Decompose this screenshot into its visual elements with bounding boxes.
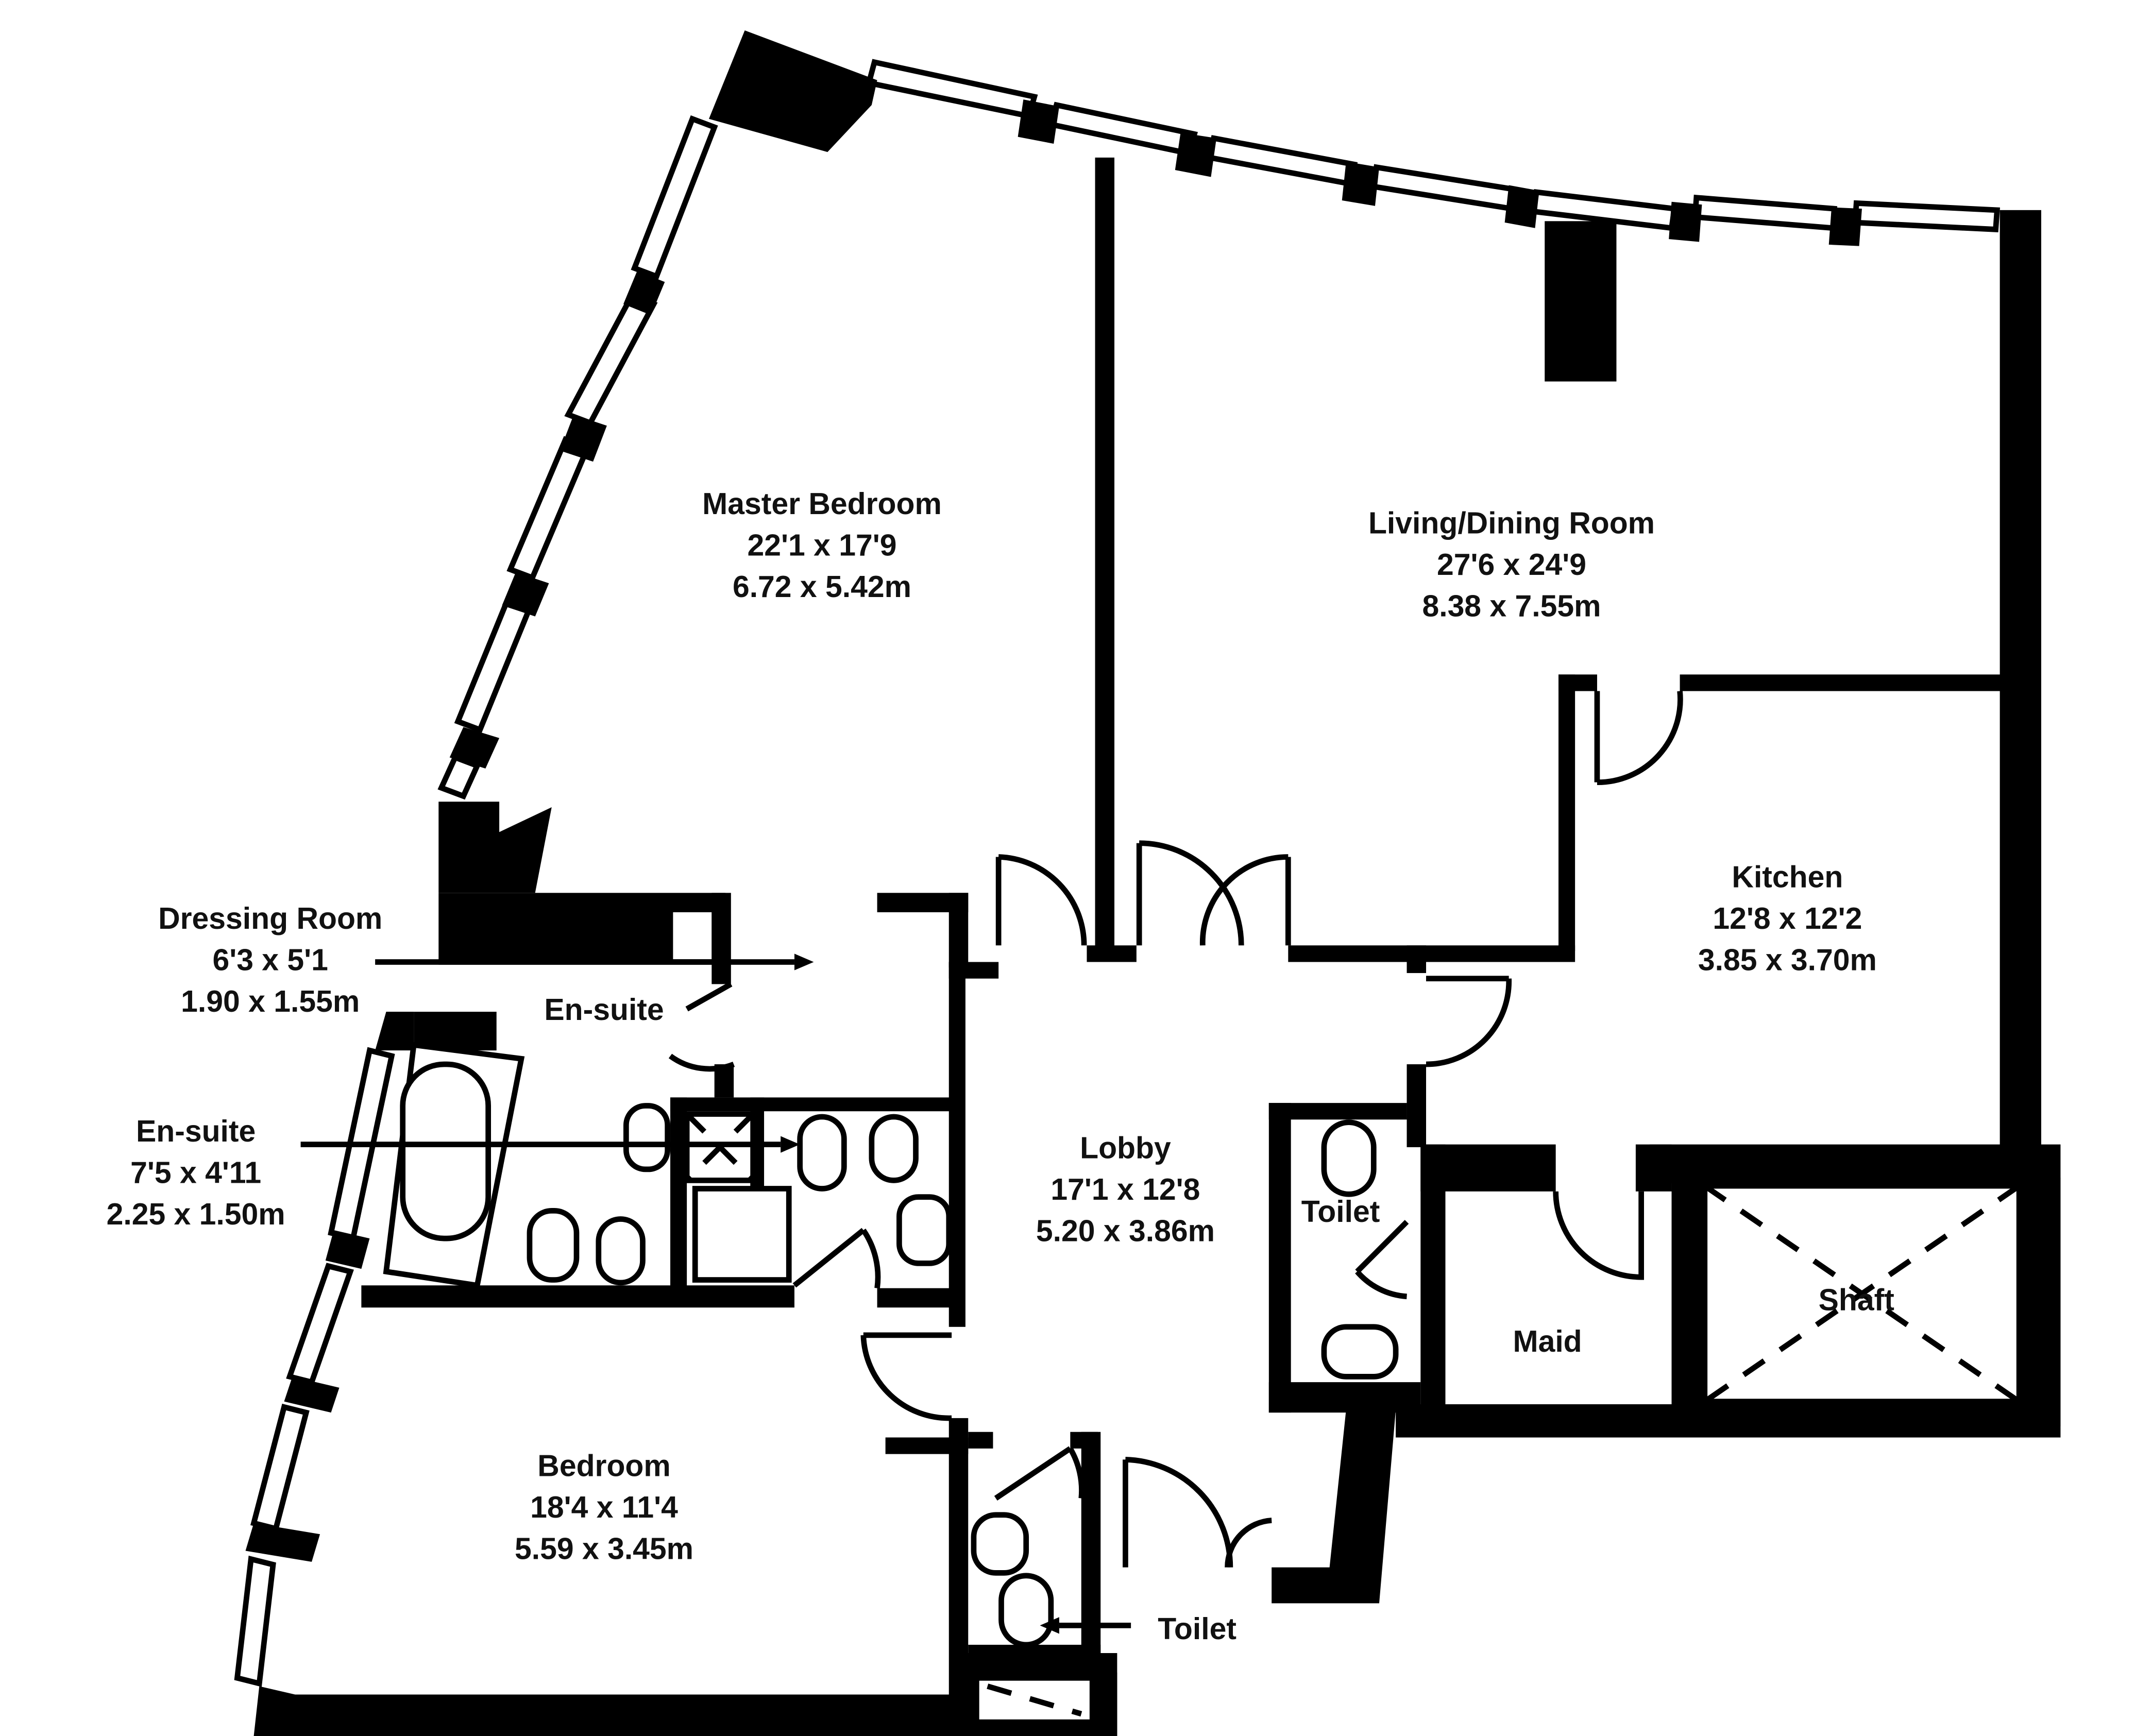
label-maid: Maid xyxy=(1513,1325,1582,1358)
room-metric: 5.59 x 3.45m xyxy=(515,1533,693,1566)
room-imperial: 27'6 x 24'9 xyxy=(1437,548,1586,582)
room-imperial: 7'5 x 4'11 xyxy=(130,1156,261,1190)
room-name: Kitchen xyxy=(1732,861,1843,894)
window-strip-top xyxy=(865,59,2001,246)
label-lobby: Lobby 17'1 x 12'8 5.20 x 3.86m xyxy=(1036,1131,1215,1248)
room-imperial: 22'1 x 17'9 xyxy=(748,529,897,563)
leader-lines xyxy=(300,954,1131,1634)
label-toilet-maid: Toilet xyxy=(1301,1195,1380,1229)
room-name: En-suite xyxy=(136,1115,256,1148)
room-name: Living/Dining Room xyxy=(1368,507,1655,540)
room-metric: 2.25 x 1.50m xyxy=(107,1198,285,1231)
label-living-dining: Living/Dining Room 27'6 x 24'9 8.38 x 7.… xyxy=(1368,507,1655,623)
room-name: Bedroom xyxy=(537,1450,670,1483)
label-dressing-room: Dressing Room 6'3 x 5'1 1.90 x 1.55m xyxy=(158,902,382,1018)
room-metric: 6.72 x 5.42m xyxy=(733,570,911,604)
room-imperial: 6'3 x 5'1 xyxy=(212,943,328,977)
window-strip-left xyxy=(234,115,718,1687)
room-imperial: 12'8 x 12'2 xyxy=(1713,902,1862,935)
room-name: Toilet xyxy=(1301,1195,1380,1229)
label-kitchen: Kitchen 12'8 x 12'2 3.85 x 3.70m xyxy=(1698,861,1877,977)
room-metric: 5.20 x 3.86m xyxy=(1036,1214,1215,1248)
room-metric: 3.85 x 3.70m xyxy=(1698,943,1877,977)
label-bedroom: Bedroom 18'4 x 11'4 5.59 x 3.45m xyxy=(515,1450,693,1566)
room-name: Toilet xyxy=(1158,1612,1236,1646)
label-ensuite-upper: En-suite xyxy=(544,993,664,1027)
room-name: Dressing Room xyxy=(158,902,382,935)
room-name: Master Bedroom xyxy=(702,487,942,521)
room-name: Shaft xyxy=(1819,1284,1894,1317)
label-shaft: Shaft xyxy=(1819,1284,1894,1317)
label-ensuite-left: En-suite 7'5 x 4'11 2.25 x 1.50m xyxy=(107,1115,285,1231)
room-name: Maid xyxy=(1513,1325,1582,1358)
room-name: Lobby xyxy=(1080,1131,1171,1165)
label-master-bedroom: Master Bedroom 22'1 x 17'9 6.72 x 5.42m xyxy=(702,487,942,604)
fixtures xyxy=(383,1042,2022,1717)
room-name: En-suite xyxy=(544,993,664,1027)
door-swings xyxy=(668,691,1683,1568)
room-metric: 8.38 x 7.55m xyxy=(1422,590,1601,623)
room-imperial: 17'1 x 12'8 xyxy=(1050,1173,1200,1206)
room-metric: 1.90 x 1.55m xyxy=(181,985,360,1018)
room-imperial: 18'4 x 11'4 xyxy=(530,1491,678,1524)
label-toilet-lower: Toilet xyxy=(1158,1612,1236,1646)
